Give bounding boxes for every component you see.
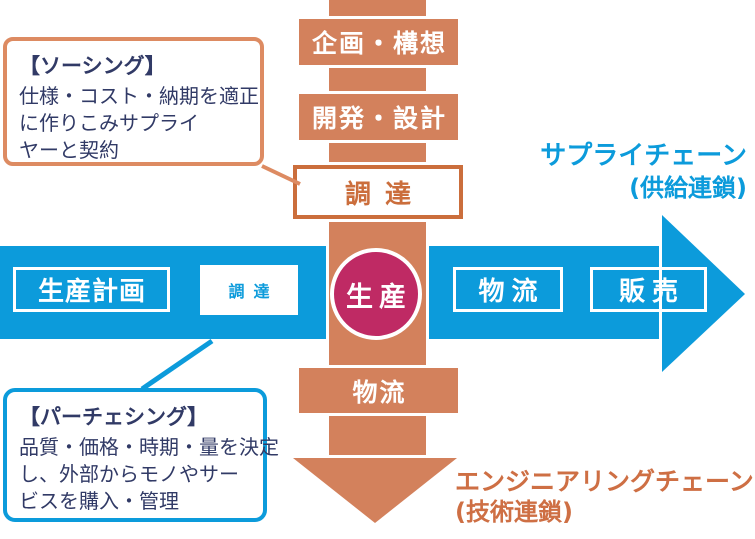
engineering-chain-label: エンジニアリングチェーン (技術連鎖) xyxy=(455,466,754,527)
purchasing-callout-line-1: 品質・価格・時期・量を決定 xyxy=(19,435,279,459)
engineering-chain-sublabel: (技術連鎖) xyxy=(455,498,573,527)
supply-chain-label: サプライチェーン (供給連鎖) xyxy=(540,140,747,203)
sourcing-callout: 【ソーシング】 仕様・コスト・納期を適正 に作りこみサプライ ヤーと契約 xyxy=(3,37,264,166)
engineering-step-procurement: 調達 xyxy=(293,165,463,219)
engineering-step-planning: 企画・構想 xyxy=(296,16,461,68)
engineering-step-development: 開発・設計 xyxy=(296,91,461,143)
supply-chain-arrowhead xyxy=(662,215,745,372)
supply-chain-label-main: サプライチェーン xyxy=(540,141,747,171)
purchasing-callout-line-3: ビスを購入・管理 xyxy=(19,489,179,513)
engineering-chain-arrowhead xyxy=(293,458,457,523)
sourcing-callout-line-3: ヤーと契約 xyxy=(19,138,119,162)
engineering-step-logistics: 物流 xyxy=(296,365,461,416)
sourcing-callout-line-1: 仕様・コスト・納期を適正 xyxy=(19,84,259,108)
supply-step-procurement: 調達 xyxy=(200,265,298,315)
purchasing-callout: 【パーチェシング】 品質・価格・時期・量を決定 し、外部からモノやサー ビスを購… xyxy=(3,388,279,522)
purchasing-callout-line-2: し、外部からモノやサー xyxy=(19,462,239,486)
supply-chain-sublabel: (供給連鎖) xyxy=(629,173,747,202)
production-circle: 生産 xyxy=(330,248,422,340)
supply-step-sales: 販売 xyxy=(590,267,707,312)
supply-step-logistics: 物流 xyxy=(453,267,563,312)
engineering-chain-label-main: エンジニアリングチェーン xyxy=(455,467,754,496)
sourcing-callout-line-2: に作りこみサプライ xyxy=(19,111,199,135)
purchasing-connector-line xyxy=(140,338,214,392)
purchasing-callout-title: 【パーチェシング】 xyxy=(19,405,208,429)
sourcing-callout-title: 【ソーシング】 xyxy=(19,54,166,78)
supply-step-production-planning: 生産計画 xyxy=(13,267,170,312)
